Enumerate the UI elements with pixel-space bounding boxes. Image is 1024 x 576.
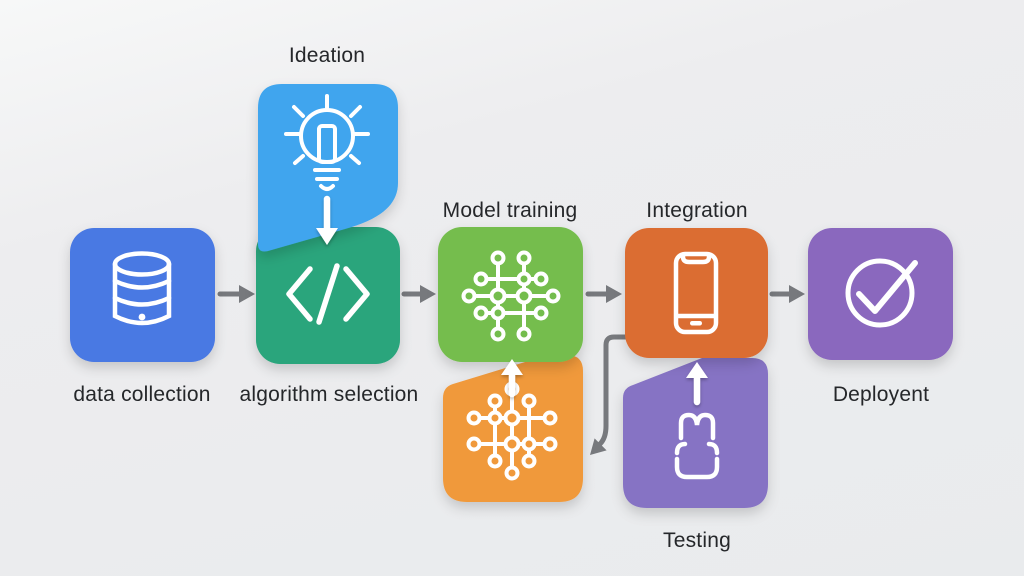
arrow-testing-to-integration xyxy=(686,362,708,406)
lightbulb-icon xyxy=(284,94,370,191)
label-integration: Integration xyxy=(646,199,748,222)
arrow-integration-to-retraining xyxy=(590,334,643,455)
testing-box xyxy=(623,358,768,508)
check-circle-icon xyxy=(845,258,918,328)
code-brackets-icon xyxy=(286,263,370,325)
connector-arrows xyxy=(217,285,805,455)
deployment-box xyxy=(808,228,953,360)
arrow-data-collection-to-algorithm-selection xyxy=(217,285,255,303)
arrow-integration-to-deployment xyxy=(769,285,805,303)
arrow-retraining-to-model-training xyxy=(501,359,523,398)
ideation-box xyxy=(258,84,398,252)
arrow-algorithm-selection-to-model-training xyxy=(401,285,436,303)
label-algorithm-selection: algorithm selection xyxy=(239,383,419,406)
integration-box xyxy=(625,228,768,358)
white-arrows xyxy=(316,195,708,406)
label-testing: Testing xyxy=(663,529,731,552)
data-collection-box xyxy=(70,228,215,362)
label-deployment: Deployent xyxy=(832,383,930,406)
database-icon xyxy=(112,251,172,326)
label-ideation: Ideation xyxy=(288,44,366,67)
label-model-training: Model training xyxy=(442,199,578,222)
test-vessel-icon xyxy=(674,412,720,480)
smartphone-icon xyxy=(673,251,719,335)
arrow-ideation-to-algorithm-selection xyxy=(316,195,338,245)
label-data-collection: data collection xyxy=(73,383,211,406)
arrow-model-training-to-integration xyxy=(585,285,622,303)
